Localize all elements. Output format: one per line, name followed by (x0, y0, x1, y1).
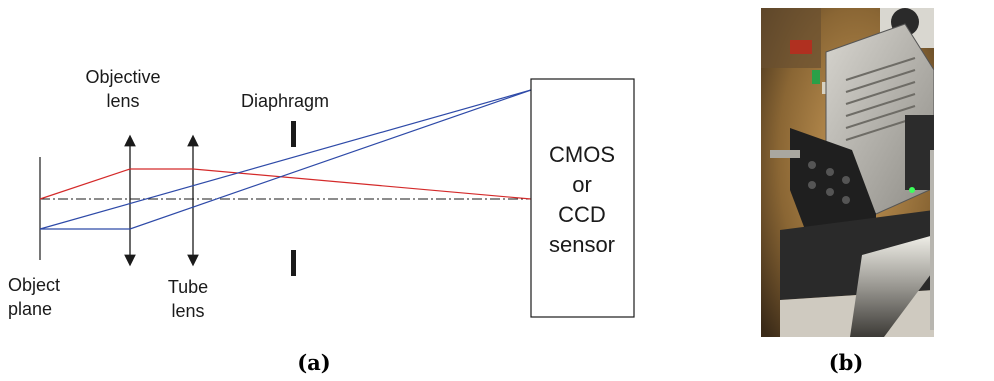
sensor-label-line4: sensor (549, 232, 615, 257)
red-ray (39, 168, 532, 200)
objective-label-line1: Objective (85, 67, 160, 87)
blue-ray (40, 89, 532, 230)
object-plane-label-line1: Object (8, 275, 60, 295)
camera-photo (761, 8, 934, 337)
diaphragm-label: Diaphragm (241, 91, 329, 111)
tube-lens-label-line2: lens (171, 301, 204, 321)
blue-ray-2 (39, 89, 532, 230)
sensor-label-line3: CCD (558, 202, 606, 227)
object-plane-label-line2: plane (8, 299, 52, 319)
objective-label-line2: lens (106, 91, 139, 111)
diaphragm-lower-blade (291, 250, 296, 276)
caption-b: (b) (829, 350, 864, 375)
sensor-box (530, 78, 635, 318)
sensor-label-line1: CMOS (549, 142, 615, 167)
optical-diagram: Objective lens Diaphragm Object plane Tu… (8, 67, 635, 375)
sensor-label-line2: or (572, 172, 592, 197)
diaphragm-upper-blade (291, 121, 296, 147)
caption-a: (a) (297, 350, 330, 375)
tube-lens-label-line1: Tube (168, 277, 208, 297)
